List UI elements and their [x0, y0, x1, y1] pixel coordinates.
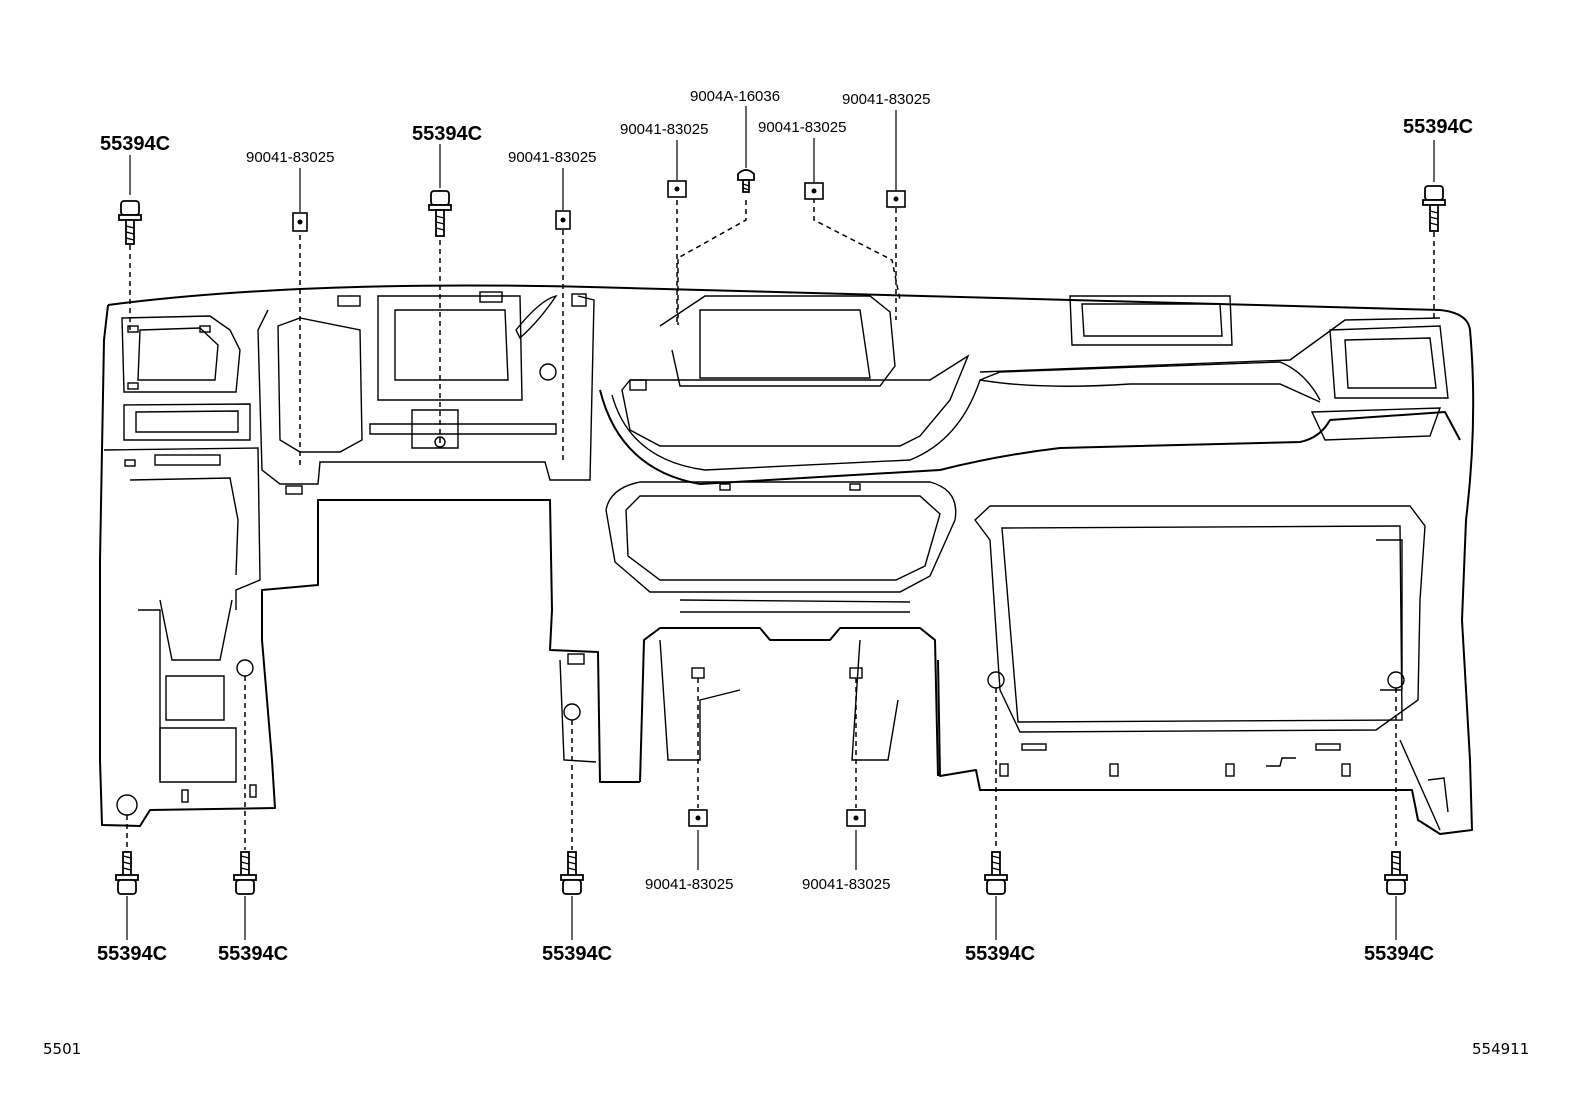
part-label-clip-bottom-2: 90041-83025: [802, 876, 890, 893]
left-side-panel: [103, 315, 261, 816]
clip-nut-icon: [688, 809, 708, 827]
bolt-icon: [1384, 851, 1408, 895]
part-label-clip-top-5: 90041-83025: [842, 91, 930, 108]
figure-code-right: 554911: [1472, 1040, 1529, 1058]
clip-nut-icon: [846, 809, 866, 827]
part-label-bolt-bottom-2: 55394C: [218, 943, 288, 965]
part-label-screw-top: 9004A-16036: [690, 88, 780, 105]
clip-nut-icon: [667, 180, 687, 198]
part-label-clip-bottom-1: 90041-83025: [645, 876, 733, 893]
part-label-bolt-bottom-5: 55394C: [1364, 943, 1434, 965]
clip-nut-icon: [292, 212, 308, 232]
bolt-icon: [428, 190, 452, 237]
part-label-bolt-top-center: 55394C: [412, 123, 482, 145]
bolt-icon: [1422, 185, 1446, 232]
part-label-clip-top-4: 90041-83025: [758, 119, 846, 136]
right-side-panel: [974, 295, 1449, 831]
bolt-icon: [233, 851, 257, 895]
part-label-clip-top-2: 90041-83025: [508, 149, 596, 166]
figure-code-left: 5501: [43, 1040, 81, 1058]
bolt-icon: [118, 200, 142, 245]
instrument-panel-outline: [99, 284, 1475, 835]
screw-icon: [737, 169, 755, 193]
bolt-icon: [560, 851, 584, 895]
bolt-icon: [115, 851, 139, 895]
part-label-bolt-bottom-4: 55394C: [965, 943, 1035, 965]
clip-nut-icon: [555, 210, 571, 230]
leader-lines: [126, 106, 1435, 940]
part-labels: 55394C 90041-83025 55394C 90041-83025 90…: [97, 88, 1473, 965]
part-label-clip-top-1: 90041-83025: [246, 149, 334, 166]
fasteners: [115, 169, 1446, 895]
part-label-bolt-top-right: 55394C: [1403, 116, 1473, 138]
part-label-bolt-top-left: 55394C: [100, 133, 170, 155]
bolt-icon: [984, 851, 1008, 895]
steering-column-area: [257, 291, 595, 495]
center-cluster-frame: [605, 295, 970, 613]
part-label-bolt-bottom-1: 55394C: [97, 943, 167, 965]
clip-nut-icon: [886, 190, 906, 208]
part-label-clip-top-3: 90041-83025: [620, 121, 708, 138]
clip-nut-icon: [804, 182, 824, 200]
center-lower-bracket: [559, 639, 899, 763]
part-label-bolt-bottom-3: 55394C: [542, 943, 612, 965]
